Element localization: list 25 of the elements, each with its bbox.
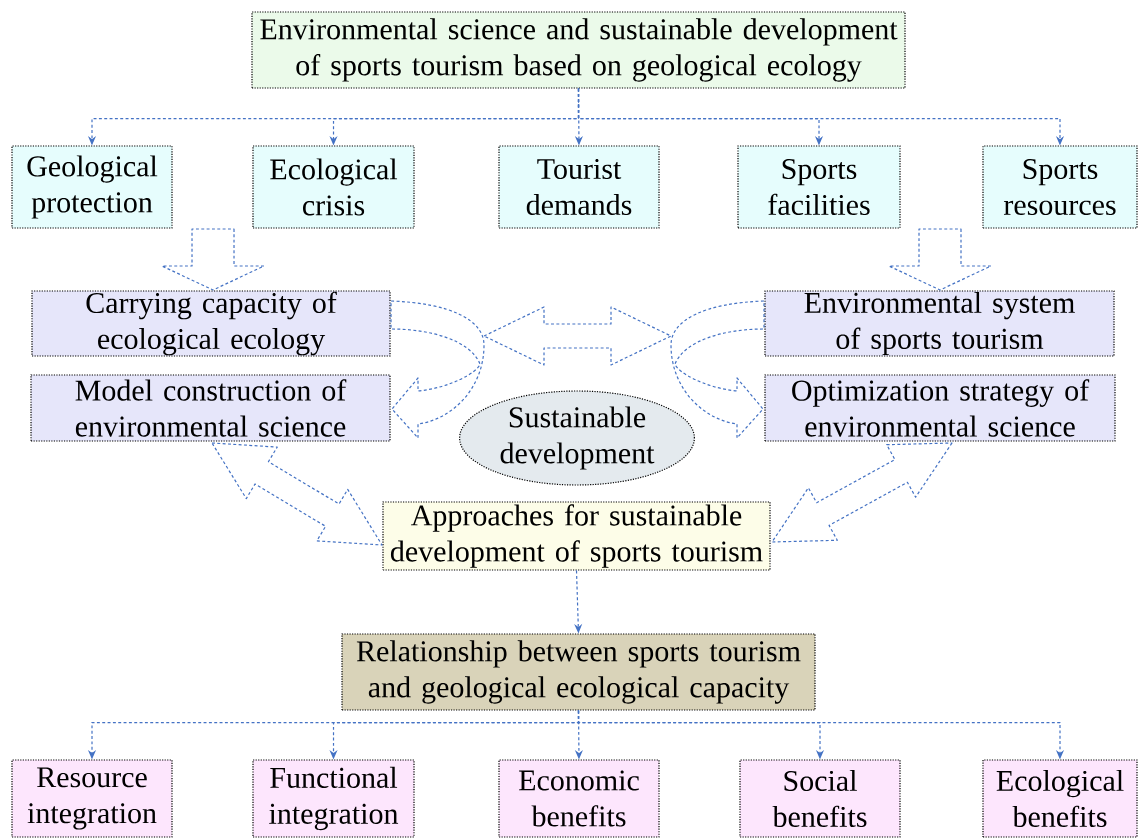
block-arrow: [211, 442, 383, 546]
text-box: Model construction of environmental science: [30, 374, 391, 442]
text-box: Resource integration: [11, 759, 173, 838]
text-box: Sports resources: [982, 145, 1138, 229]
text-box: Sports facilities: [737, 145, 901, 229]
block-arrow: [888, 228, 992, 291]
text-box: Economic benefits: [498, 759, 660, 838]
block-arrow: [670, 300, 765, 439]
text-box: Social benefits: [739, 759, 901, 838]
text-box: Optimization strategy of environmental science: [764, 374, 1116, 442]
text-box: Ecological crisis: [252, 145, 415, 229]
block-arrow: [390, 300, 485, 439]
ellipse-node: Sustainable development: [459, 390, 695, 486]
text-box: Functional integration: [252, 759, 415, 838]
text-box: Carrying capacity of ecological ecology: [31, 290, 391, 357]
block-arrow: [483, 306, 672, 366]
text-box: Environmental system of sports tourism: [764, 290, 1115, 357]
block-arrow: [161, 228, 265, 291]
text-box: Geological protection: [11, 145, 173, 229]
text-box: Relationship between sports tourism and geological ecological capacity: [341, 633, 816, 711]
text-box: Tourist demands: [498, 145, 660, 229]
text-box: Approaches for sustainable development of sports tourism: [382, 501, 771, 571]
block-arrow: [771, 442, 953, 543]
text-box: Ecological benefits: [982, 759, 1138, 838]
text-box: Environmental science and sustainable development of sports tourism based on geological ecology: [251, 11, 906, 89]
